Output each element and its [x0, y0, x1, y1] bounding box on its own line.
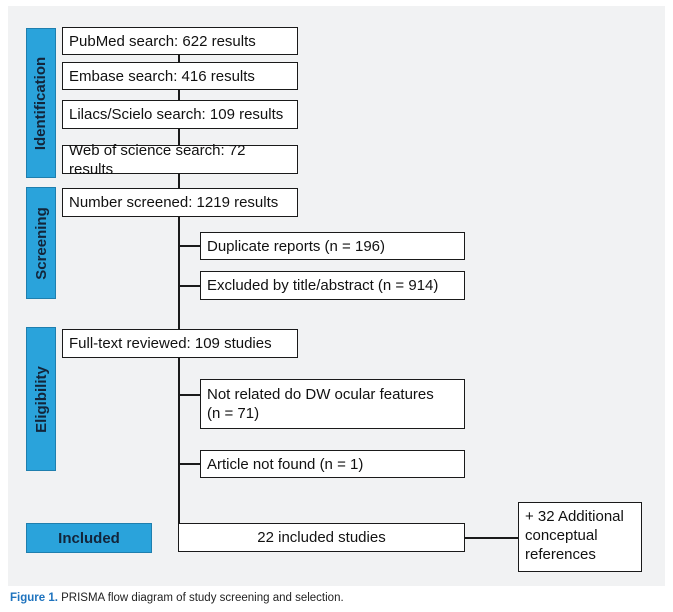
box-included-studies: 22 included studies	[178, 523, 465, 552]
box-duplicate-reports: Duplicate reports (n = 196)	[200, 232, 465, 260]
box-not-related: Not related do DW ocular features (n = 7…	[200, 379, 465, 429]
box-lilacs-search: Lilacs/Scielo search: 109 results	[62, 100, 298, 129]
box-full-text-reviewed: Full-text reviewed: 109 studies	[62, 329, 298, 358]
figure-label: Figure 1.	[10, 592, 58, 604]
branch-duplicates	[178, 245, 200, 247]
caption-text: PRISMA flow diagram of study screening a…	[57, 592, 344, 604]
branch-excluded-title	[178, 285, 200, 287]
connector-included-to-additional	[465, 537, 518, 539]
box-number-screened: Number screened: 1219 results	[62, 188, 298, 217]
branch-not-found	[178, 463, 200, 465]
branch-not-related	[178, 394, 200, 396]
box-article-not-found: Article not found (n = 1)	[200, 450, 465, 478]
connector-screened-to-fulltext	[178, 216, 180, 330]
stage-included: Included	[26, 523, 152, 553]
box-additional-references: + 32 Additional conceptual references	[518, 502, 642, 572]
figure-caption: Figure 1. PRISMA flow diagram of study s…	[10, 592, 344, 604]
stage-eligibility: Eligibility	[26, 327, 56, 471]
box-embase-search: Embase search: 416 results	[62, 62, 298, 90]
box-excluded-title-abstract: Excluded by title/abstract (n = 914)	[200, 271, 465, 300]
stage-screening: Screening	[26, 187, 56, 299]
connector-fulltext-to-included	[178, 357, 180, 523]
box-web-of-science-search: Web of science search: 72 results	[62, 142, 298, 178]
box-pubmed-search: PubMed search: 622 results	[62, 27, 298, 55]
stage-identification: Identification	[26, 28, 56, 178]
